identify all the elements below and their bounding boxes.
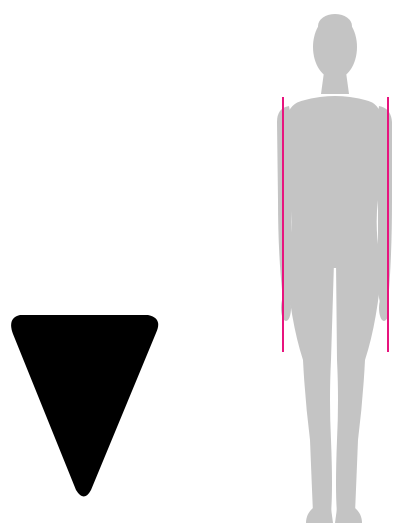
inverted-triangle-icon [11,315,158,497]
female-silhouette-icon [277,14,392,523]
